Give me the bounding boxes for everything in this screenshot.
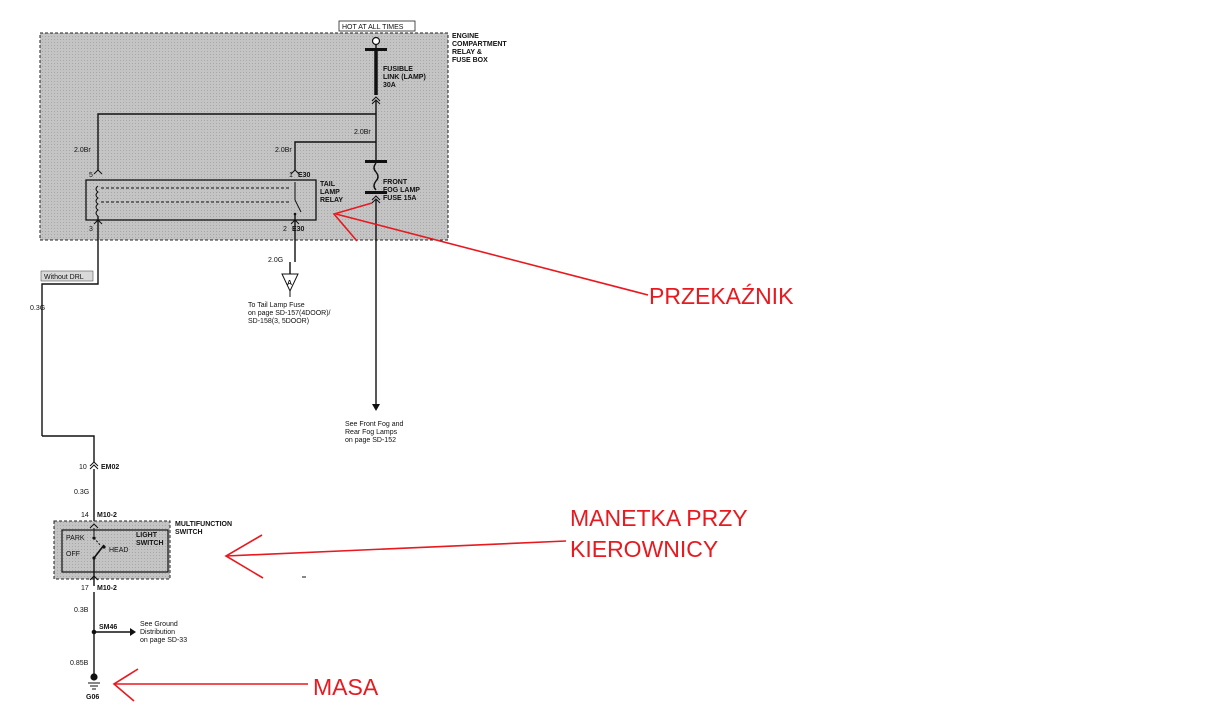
wire-label-b-upper: 0.3B <box>74 607 89 614</box>
fog-reference: See Front Fog and Rear Fog Lamps on page… <box>345 421 403 444</box>
wire-label-br-mid: 2.0Br <box>275 147 292 154</box>
relay-coil <box>95 185 99 217</box>
wire-label-b-lower: 0.85B <box>70 660 89 667</box>
without-drl-label: Without DRL <box>44 274 84 281</box>
pin-10: 10 <box>79 464 87 471</box>
relay-contact <box>294 199 302 213</box>
switch-blade <box>93 544 105 559</box>
battery-terminal <box>371 36 381 46</box>
svg-text:MULTIFUNCTION: MULTIFUNCTION <box>175 521 232 528</box>
svg-text:FUSE 15A: FUSE 15A <box>383 195 416 202</box>
svg-text:on page SD-33: on page SD-33 <box>140 637 187 644</box>
hot-label: HOT AT ALL TIMES <box>342 24 404 31</box>
svg-text:COMPARTMENT: COMPARTMENT <box>452 41 507 48</box>
switch-position-park: PARK <box>66 535 85 542</box>
relay-annotation-arrow <box>332 202 649 296</box>
svg-text:LAMP: LAMP <box>320 189 340 196</box>
fusible-link-label: FUSIBLE LINK (LAMP) 30A <box>383 66 426 89</box>
fuse-box-label: ENGINE COMPARTMENT RELAY & FUSE BOX <box>452 33 507 64</box>
svg-text:SWITCH: SWITCH <box>175 529 203 536</box>
svg-text:RELAY &: RELAY & <box>452 49 482 56</box>
tail-fuse-reference: To Tail Lamp Fuse on page SD-157(4DOOR)/… <box>248 302 331 325</box>
svg-text:SD-158(3, 5DOOR): SD-158(3, 5DOOR) <box>248 318 309 325</box>
svg-text:See Front Fog and: See Front Fog and <box>345 421 403 428</box>
connector-a-label: A <box>287 280 292 287</box>
svg-text:FRONT: FRONT <box>383 179 408 186</box>
connector-em02: EM02 <box>101 464 119 471</box>
annotation-ground: MASA <box>313 674 379 700</box>
light-switch <box>61 529 169 573</box>
wire-label-br-right: 2.0Br <box>354 129 371 136</box>
multifunction-switch-region <box>53 520 171 580</box>
connector-e30-bottom: E30 <box>292 226 305 233</box>
ground-label: G06 <box>86 694 99 701</box>
svg-text:RELAY: RELAY <box>320 197 343 204</box>
pin-1: 1 <box>289 172 293 179</box>
svg-text:FUSIBLE: FUSIBLE <box>383 66 413 73</box>
fuse-box-region <box>39 32 449 241</box>
svg-text:on page SD-157(4DOOR)/: on page SD-157(4DOOR)/ <box>248 310 331 317</box>
svg-text:LIGHT: LIGHT <box>136 532 158 539</box>
fog-fuse-element <box>373 162 379 191</box>
wire-label-g-relay: 2.0G <box>268 257 283 264</box>
tail-lamp-relay <box>85 179 317 221</box>
wire-br-left <box>97 113 376 170</box>
svg-text:See Ground: See Ground <box>140 621 178 628</box>
without-drl-box <box>40 270 94 282</box>
switch-position-head: HEAD <box>109 547 128 554</box>
svg-text:FUSE BOX: FUSE BOX <box>452 57 488 64</box>
fog-fuse-label: FRONT FOG LAMP FUSE 15A <box>383 179 420 202</box>
svg-text:TAIL: TAIL <box>320 181 336 188</box>
svg-text:on page SD-152: on page SD-152 <box>345 437 396 444</box>
wire-label-br-left: 2.0Br <box>74 147 91 154</box>
pin-2: 2 <box>283 226 287 233</box>
relay-label: TAIL LAMP RELAY <box>320 181 343 204</box>
switch-position-off: OFF <box>66 551 80 558</box>
fusible-link <box>365 48 387 51</box>
ground-terminal <box>90 673 98 681</box>
svg-text:LINK (LAMP): LINK (LAMP) <box>383 74 426 81</box>
connector-m10-bottom: M10-2 <box>97 585 117 592</box>
pin-14: 14 <box>81 512 89 519</box>
fog-arrow <box>372 404 380 411</box>
switch-annotation-arrow <box>224 534 567 579</box>
pin-3: 3 <box>89 226 93 233</box>
pin-5: 5 <box>89 172 93 179</box>
annotation-switch-line1: MANETKA PRZY <box>570 505 748 531</box>
svg-text:To Tail Lamp Fuse: To Tail Lamp Fuse <box>248 302 305 309</box>
light-switch-label: LIGHT SWITCH <box>136 532 164 547</box>
svg-text:SWITCH: SWITCH <box>136 540 164 547</box>
fog-fuse-top <box>365 160 387 163</box>
hot-label-box <box>338 20 416 32</box>
fog-fuse-bottom <box>365 191 387 194</box>
connector-m10-top: M10-2 <box>97 512 117 519</box>
svg-text:Rear Fog Lamps: Rear Fog Lamps <box>345 429 398 436</box>
wire-without-drl <box>41 240 99 436</box>
svg-text:ENGINE: ENGINE <box>452 33 479 40</box>
svg-text:Distribution: Distribution <box>140 629 175 636</box>
wire-br-mid <box>294 141 376 170</box>
pin-17: 17 <box>81 585 89 592</box>
annotation-switch-line2: KIEROWNICY <box>570 536 718 562</box>
connector-e30-top: E30 <box>298 172 311 179</box>
wire-label-g-left: 0.3G <box>30 305 45 312</box>
splice-label: SM46 <box>99 624 117 631</box>
ground-reference: See Ground Distribution on page SD-33 <box>140 621 187 644</box>
multifunction-label: MULTIFUNCTION SWITCH <box>175 521 232 536</box>
wire-label-g-lower: 0.3G <box>74 489 89 496</box>
svg-text:30A: 30A <box>383 82 396 89</box>
ground-annotation-arrow <box>112 668 308 702</box>
svg-text:FOG LAMP: FOG LAMP <box>383 187 420 194</box>
annotation-relay: PRZEKAŹNIK <box>649 283 794 309</box>
